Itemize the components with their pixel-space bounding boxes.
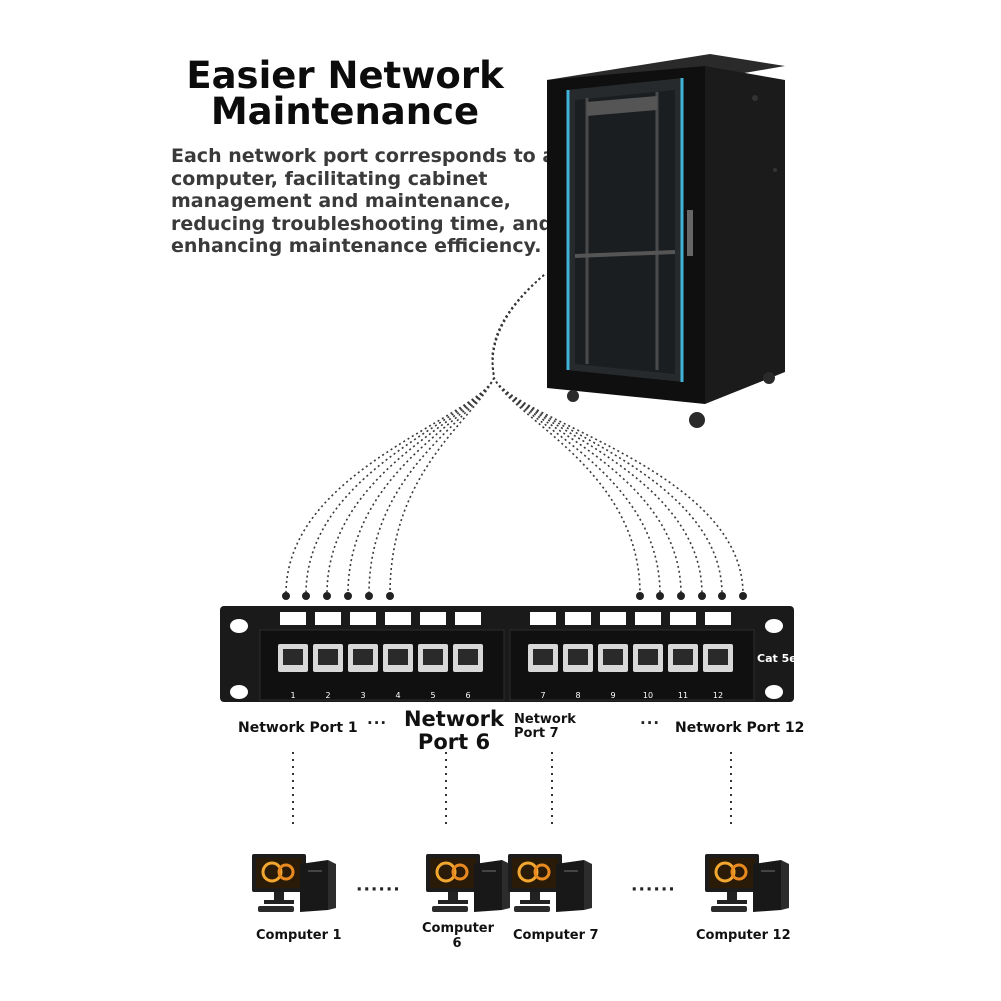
port-label-6-line1: Network [403, 707, 504, 731]
cable-end-dot [386, 592, 394, 600]
desktop-computer-icon [703, 852, 791, 914]
rj45-jack-opening [708, 649, 728, 665]
cable-end-dot [636, 592, 644, 600]
port-label-7: Network Port 7 [514, 713, 582, 741]
port-label-slot [455, 612, 481, 625]
cable-end-dot [718, 592, 726, 600]
rj45-jack-opening [458, 649, 478, 665]
network-cable [389, 274, 545, 595]
port-label-slot [315, 612, 341, 625]
port-label-slot [280, 612, 306, 625]
ellipsis: ······ [631, 880, 676, 900]
port-label-slot [705, 612, 731, 625]
rj45-jack-opening [603, 649, 623, 665]
computer-label-1: Computer 1 [256, 928, 342, 943]
network-cable [491, 274, 744, 595]
computer-label-6: Computer 6 [422, 921, 495, 951]
port-label-slot [600, 612, 626, 625]
cable-end-dot [282, 592, 290, 600]
port-number: 1 [290, 691, 295, 700]
headline: Easier Network Maintenance [150, 54, 540, 133]
ellipsis: ··· [367, 714, 388, 732]
panel-model-label: Cat 5e [757, 652, 794, 665]
port-label-slot [565, 612, 591, 625]
computer-label-6-line2: 6 [452, 936, 462, 951]
port-number: 12 [713, 691, 723, 700]
port-label-slot [385, 612, 411, 625]
rj45-jack-opening [533, 649, 553, 665]
port-number: 9 [610, 691, 615, 700]
rj45-jack-opening [353, 649, 373, 665]
network-cable [305, 274, 545, 595]
desktop-computer-icon [250, 852, 338, 914]
description-line: reducing troubleshooting time, and [171, 212, 553, 235]
description-line: enhancing maintenance efficiency. [171, 235, 542, 257]
computer-label-6-line1: Computer [422, 921, 495, 936]
rj45-jack-opening [638, 649, 658, 665]
port-label-slot [530, 612, 556, 625]
network-cable [491, 274, 682, 595]
port-number: 3 [360, 691, 365, 700]
port-label-slot [350, 612, 376, 625]
rj45-jack-opening [423, 649, 443, 665]
port-label-6-line2: Port 6 [417, 730, 491, 754]
cable-end-dot [302, 592, 310, 600]
description: Each network port corresponds to a compu… [171, 145, 561, 258]
port-number: 2 [325, 691, 330, 700]
port-number: 7 [540, 691, 545, 700]
cable-end-dot [344, 592, 352, 600]
desktop-computer-icon [424, 852, 512, 914]
port-label-7-line2: Port 7 [514, 726, 559, 741]
cable-end-dot [365, 592, 373, 600]
computer-label-12: Computer 12 [696, 928, 791, 943]
server-cabinet-icon [547, 54, 785, 428]
port-number: 4 [395, 691, 400, 700]
port-label-slot [420, 612, 446, 625]
cable-end-dot [323, 592, 331, 600]
description-line: Each network port corresponds to a [171, 145, 556, 167]
rj45-jack-opening [673, 649, 693, 665]
cable-end-dot [677, 592, 685, 600]
port-number: 6 [465, 691, 470, 700]
port-number: 11 [678, 691, 688, 700]
port-label-12: Network Port 12 [675, 720, 805, 736]
port-number: 10 [643, 691, 653, 700]
ellipsis: ······ [356, 880, 401, 900]
ellipsis: ··· [640, 714, 661, 732]
headline-line-2: Maintenance [210, 90, 480, 133]
port-label-1: Network Port 1 [238, 720, 358, 736]
description-line: management and maintenance, [171, 190, 511, 212]
port-label-slot [670, 612, 696, 625]
rj45-jack-opening [318, 649, 338, 665]
rj45-jack-opening [568, 649, 588, 665]
port-label-slot [635, 612, 661, 625]
port-label-6: Network Port 6 [396, 708, 512, 754]
rj45-jack-opening [388, 649, 408, 665]
network-cable [285, 274, 545, 595]
port-number: 5 [430, 691, 435, 700]
headline-line-1: Easier Network [186, 54, 504, 97]
network-cable [347, 274, 545, 595]
desktop-computer-icon [506, 852, 594, 914]
network-cable [368, 274, 545, 595]
port-label-7-line1: Network [514, 712, 576, 727]
computer-label-7: Computer 7 [513, 928, 599, 943]
rj45-jack-opening [283, 649, 303, 665]
cable-end-dot [656, 592, 664, 600]
cable-end-dot [698, 592, 706, 600]
cable-end-dot [739, 592, 747, 600]
port-number: 8 [575, 691, 580, 700]
description-line: computer, facilitating cabinet [171, 167, 488, 190]
